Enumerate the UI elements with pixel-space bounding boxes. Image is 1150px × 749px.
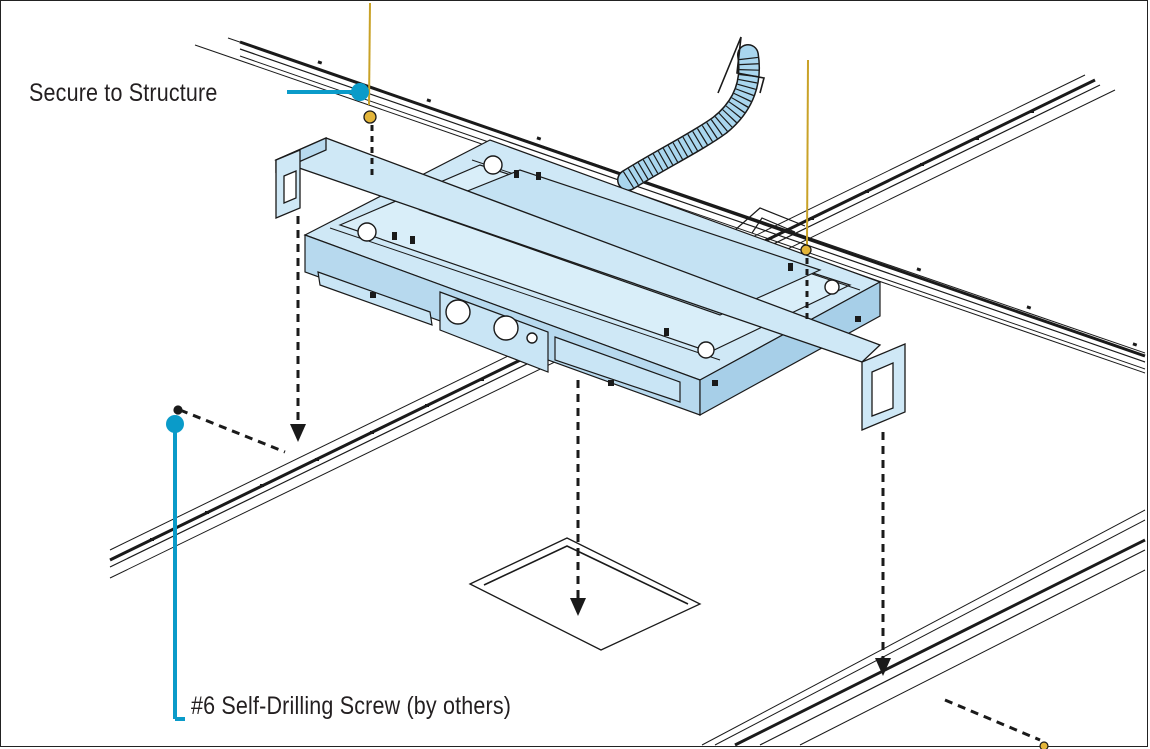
hanger-bracket (274, 137, 906, 431)
ceiling-grid-upper-rail-slots (317, 60, 1138, 347)
knockout-icon (357, 155, 840, 359)
screw-icon (173, 405, 1049, 749)
ceiling-tile-cutout (468, 537, 702, 651)
ceiling-grid-upper-rail (194, 37, 1146, 374)
ceiling-tile-opening-rear (734, 207, 806, 234)
hook-icon (363, 110, 812, 256)
callout-secure-to-structure: Secure to Structure (29, 79, 218, 107)
hanger-dashed-wire (370, 125, 809, 320)
suspension-wires (368, 2, 809, 246)
drop-arrowheads (290, 424, 891, 676)
conduit-break-arrow (717, 36, 765, 94)
flexible-conduit (617, 44, 761, 191)
callout-leader-structure (287, 83, 369, 101)
ceiling-grid-lower-rail (701, 509, 1146, 747)
ceiling-grid-left-rail-slots (150, 110, 1034, 541)
callout-self-drilling-screw: #6 Self-Drilling Screw (by others) (191, 692, 512, 720)
drop-arrows (179, 216, 1041, 742)
callout-leader-screw (166, 415, 185, 721)
